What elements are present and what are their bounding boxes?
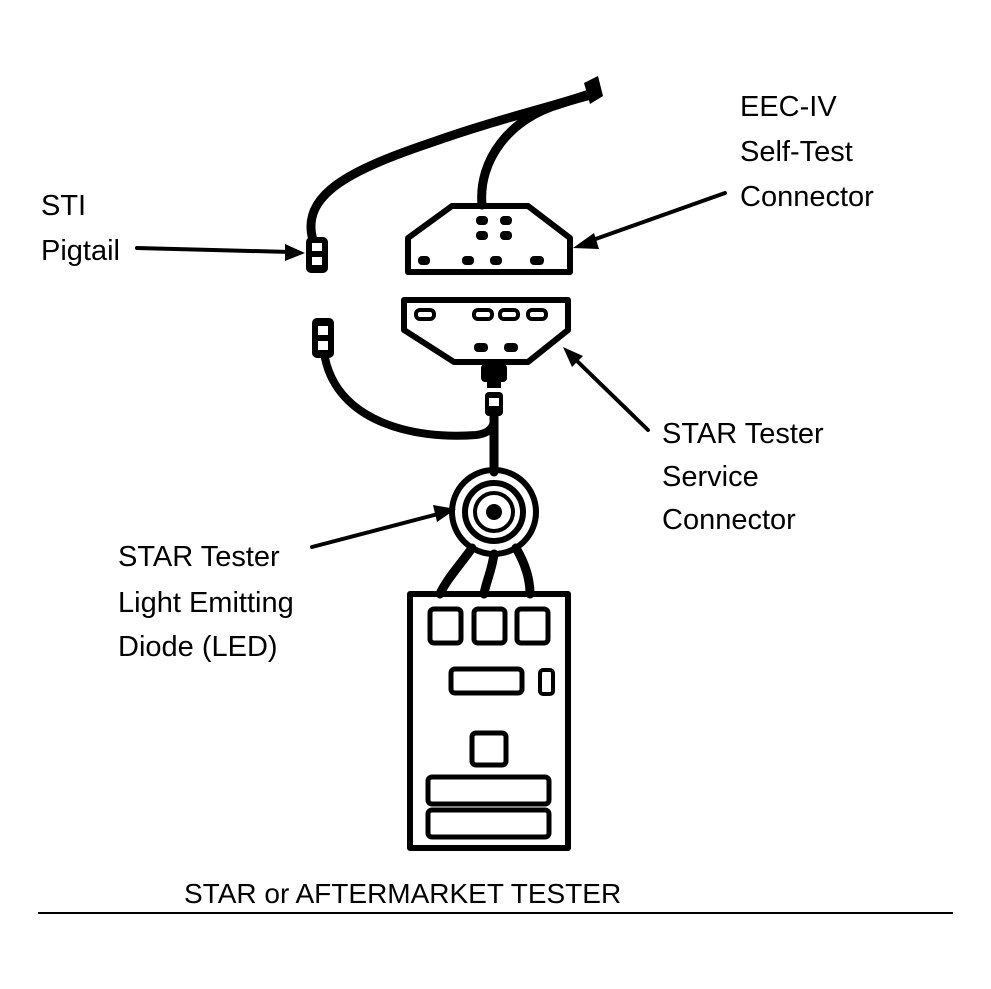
label-sti-pigtail: STI Pigtail [41,190,120,267]
leader-arrows [135,191,727,549]
figure-caption: STAR or AFTERMARKET TESTER [184,878,621,909]
tester-sti-lead [312,318,503,477]
led-to-tester-wires [435,543,535,599]
harness-cable [306,76,603,245]
sti-pigtail-plug [306,237,328,273]
star-led [449,467,539,557]
label-star-service-connector: STAR Tester Service Connector [662,418,832,536]
label-star-led: STAR Tester Light Emitting Diode (LED) [118,541,302,663]
star-service-connector [401,297,571,388]
eec-iv-self-test-connector [405,203,573,275]
label-eec-iv-self-test-connector: EEC-IV Self-Test Connector [740,91,874,213]
arrow-sti-pigtail [135,246,292,254]
star-tester-body [407,591,571,851]
arrow-star-led [310,512,440,549]
arrow-eec-iv [588,191,727,243]
arrow-star-service [574,358,650,432]
